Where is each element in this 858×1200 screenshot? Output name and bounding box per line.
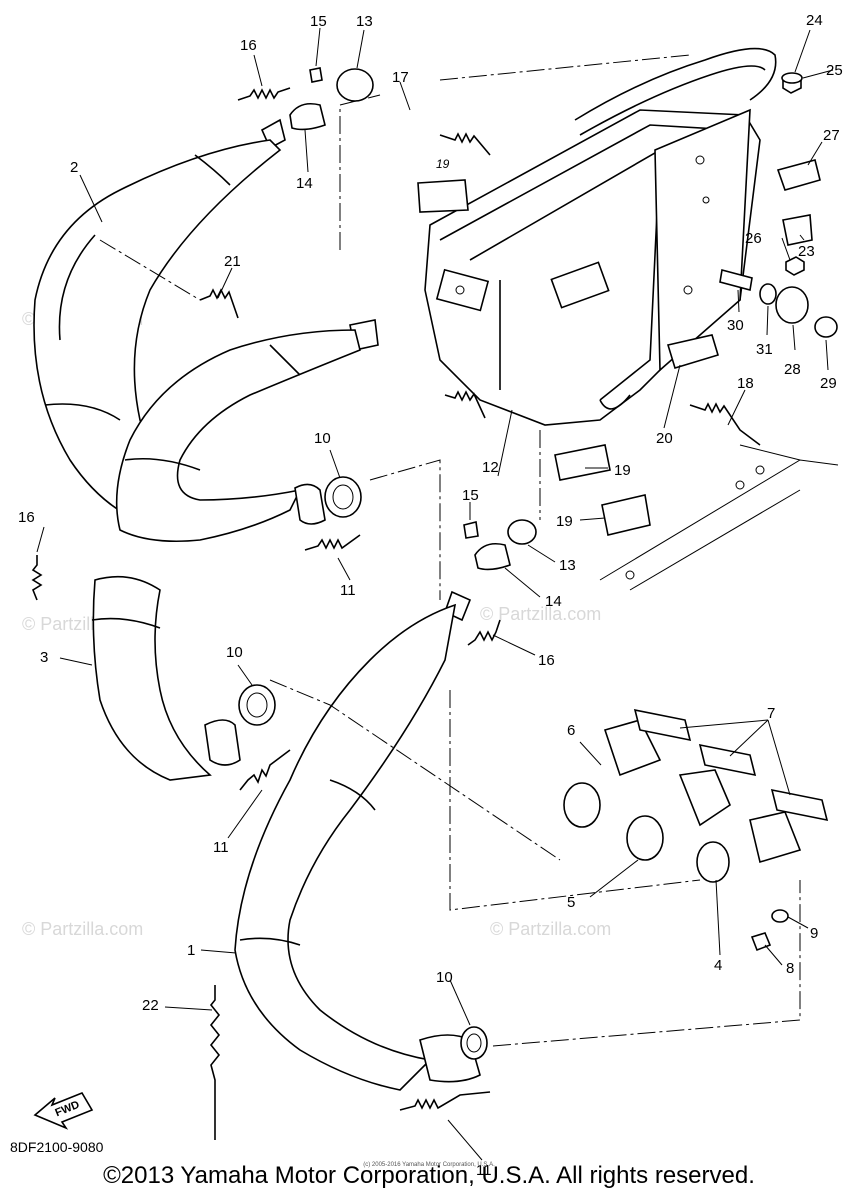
expansion-chamber-3 bbox=[91, 575, 241, 781]
callout-leaders bbox=[36, 27, 834, 1161]
bolt-30 bbox=[719, 269, 753, 291]
damper-13a bbox=[336, 68, 374, 102]
label-22: 22 bbox=[142, 997, 159, 1014]
watermark-text: © Partzilla.com bbox=[480, 604, 601, 624]
label-14-b: 14 bbox=[545, 593, 562, 610]
damper-23 bbox=[782, 214, 813, 246]
expansion-chamber-1 bbox=[234, 590, 481, 1091]
washer-9 bbox=[771, 909, 789, 923]
joint-5 bbox=[678, 769, 731, 827]
silencer-assembly bbox=[424, 47, 777, 426]
label-15-b: 15 bbox=[462, 487, 479, 504]
label-30: 30 bbox=[727, 317, 744, 334]
bracket-19-right bbox=[601, 494, 651, 536]
leader-lines bbox=[99, 54, 801, 1047]
label-1: 1 bbox=[187, 942, 195, 959]
label-19-a: 19 bbox=[436, 157, 450, 171]
bracket-20 bbox=[666, 334, 719, 369]
label-17: 17 bbox=[392, 69, 409, 86]
joint-6 bbox=[603, 719, 662, 777]
label-11-c: 11 bbox=[476, 1162, 492, 1179]
label-28: 28 bbox=[784, 361, 801, 378]
diagram-code: 8DF2100-9080 bbox=[10, 1139, 104, 1155]
label-3: 3 bbox=[40, 649, 48, 666]
gasket-7c bbox=[770, 788, 829, 822]
label-10-a: 10 bbox=[314, 430, 331, 447]
label-12: 12 bbox=[482, 459, 499, 476]
label-7: 7 bbox=[767, 705, 775, 722]
collar-29 bbox=[814, 316, 838, 338]
watermark-text: © Partzilla.com bbox=[22, 919, 143, 939]
damper-28 bbox=[775, 286, 809, 324]
label-10-c: 10 bbox=[436, 969, 453, 986]
clamps-and-dampers bbox=[289, 67, 537, 571]
bolt-15b bbox=[463, 521, 479, 539]
gasket-7b bbox=[698, 743, 757, 777]
label-16-c: 16 bbox=[538, 652, 555, 669]
part-labels: 2 3 1 4 5 6 7 8 9 10 10 10 11 11 11 12 1… bbox=[18, 12, 843, 1179]
gasket-10c bbox=[460, 1026, 488, 1060]
label-16-a: 16 bbox=[240, 37, 257, 54]
damper-13b bbox=[507, 519, 537, 545]
label-13-b: 13 bbox=[559, 557, 576, 574]
label-15-a: 15 bbox=[310, 13, 327, 30]
joint-4 bbox=[749, 811, 802, 864]
label-11-b: 11 bbox=[213, 839, 229, 856]
bolt-15a bbox=[309, 67, 323, 83]
bracket-27 bbox=[776, 159, 821, 191]
springs bbox=[31, 87, 761, 1140]
label-19-c: 19 bbox=[556, 513, 573, 530]
label-31: 31 bbox=[756, 341, 773, 358]
label-5: 5 bbox=[567, 894, 575, 911]
nut-26 bbox=[785, 256, 805, 276]
label-2: 2 bbox=[70, 159, 78, 176]
watermark-text: © Partzilla.com bbox=[490, 919, 611, 939]
label-23: 23 bbox=[798, 243, 815, 260]
clamp-14b bbox=[474, 542, 511, 571]
clamp-14a bbox=[289, 102, 326, 131]
label-21: 21 bbox=[224, 253, 241, 270]
mount-hardware bbox=[417, 72, 838, 536]
bracket-19-upper bbox=[417, 179, 469, 213]
label-20: 20 bbox=[656, 430, 673, 447]
label-24: 24 bbox=[806, 12, 823, 29]
label-18: 18 bbox=[737, 375, 754, 392]
label-16-b: 16 bbox=[18, 509, 35, 526]
label-11-a: 11 bbox=[340, 582, 356, 599]
copyright-notice: ©2013 Yamaha Motor Corporation, U.S.A. A… bbox=[103, 1162, 755, 1189]
label-4: 4 bbox=[714, 957, 722, 974]
washer-31 bbox=[759, 283, 777, 305]
label-6: 6 bbox=[567, 722, 575, 739]
bracket-19-lower bbox=[554, 444, 611, 481]
washer-25 bbox=[781, 72, 803, 84]
manifold-joints bbox=[563, 708, 829, 952]
label-26: 26 bbox=[745, 230, 762, 247]
label-14-a: 14 bbox=[296, 175, 313, 192]
gasket-10b bbox=[238, 684, 276, 726]
frame-rail bbox=[599, 444, 839, 591]
label-19-b: 19 bbox=[614, 462, 631, 479]
label-29: 29 bbox=[820, 375, 837, 392]
expansion-chamber-2 bbox=[33, 118, 286, 531]
forward-arrow: FWD bbox=[33, 1092, 94, 1130]
label-13-a: 13 bbox=[356, 13, 373, 30]
gaskets-10 bbox=[238, 476, 488, 1060]
label-27: 27 bbox=[823, 127, 840, 144]
gasket-10a bbox=[324, 476, 362, 518]
label-10-b: 10 bbox=[226, 644, 243, 661]
tiny-copyright: (c) 2005-2016 Yamaha Motor Corporation, … bbox=[363, 1162, 495, 1168]
expansion-chamber-middle bbox=[115, 319, 379, 542]
label-25: 25 bbox=[826, 62, 843, 79]
label-8: 8 bbox=[786, 960, 794, 977]
label-9: 9 bbox=[810, 925, 818, 942]
gasket-7a bbox=[633, 708, 692, 742]
